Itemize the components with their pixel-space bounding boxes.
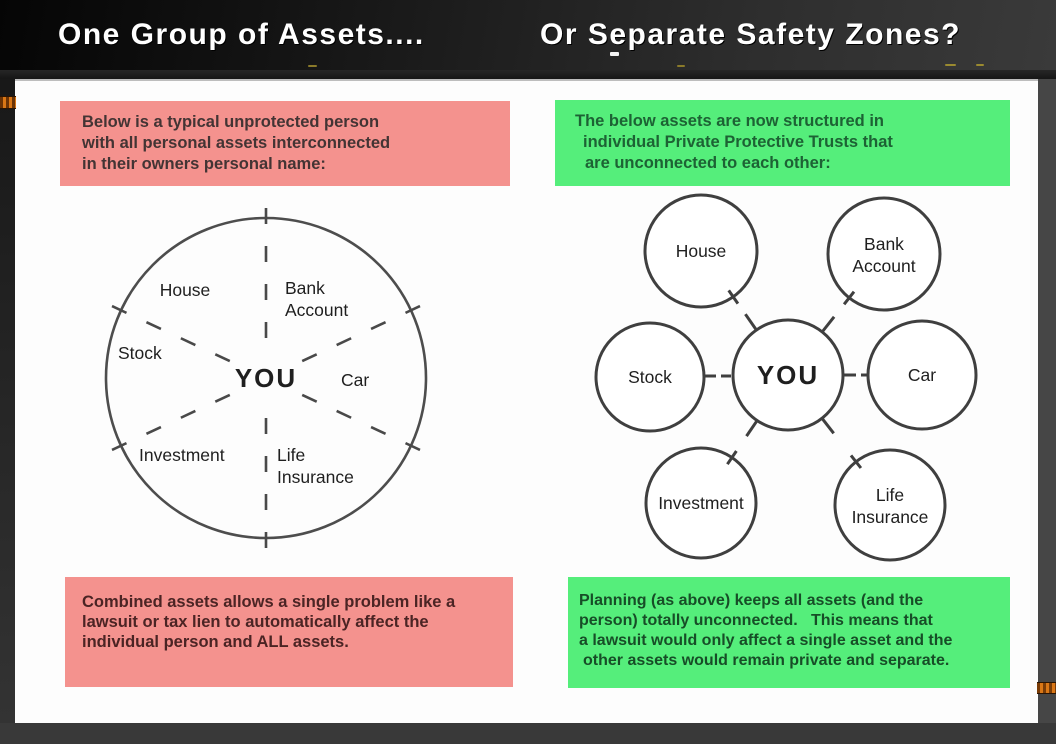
- text-line: Planning (as above) keeps all assets (an…: [579, 592, 924, 609]
- trust-label-car: Car: [908, 365, 936, 385]
- trust-circles: [594, 193, 978, 562]
- wheel-label-stock: Stock: [118, 343, 162, 363]
- trust-circle-you: [731, 318, 845, 432]
- text-line: with all personal assets interconnected: [82, 134, 391, 152]
- note-combined-assets-risk: Combined assets allows a single problem …: [65, 577, 513, 687]
- unconnected-spokes: [704, 289, 869, 469]
- separate-trusts-diagram: House Bank Account Stock YOU Car Investm…: [594, 193, 978, 562]
- text-line: person) totally unconnected. This means …: [579, 612, 933, 629]
- slide-title-left: One Group of Assets....: [58, 18, 425, 51]
- wheel-label-house: House: [160, 280, 211, 300]
- text-line: lawsuit or tax lien to automatically aff…: [82, 613, 429, 631]
- wheel-label-investment: Investment: [139, 445, 225, 465]
- note-protective-trusts: The below assets are now structured in i…: [555, 100, 1010, 186]
- trust-label-stock: Stock: [628, 367, 672, 387]
- trust-label-life-1: Life: [876, 485, 904, 505]
- text-line: Below is a typical unprotected person: [82, 113, 380, 131]
- orange-accent-right: [1037, 682, 1056, 694]
- orange-accent-left: [0, 96, 16, 109]
- header-band: [0, 0, 1056, 79]
- text-line: are unconnected to each other:: [585, 154, 831, 172]
- trust-label-life-2: Insurance: [852, 507, 929, 527]
- text-line: a lawsuit would only affect a single ass…: [579, 632, 953, 649]
- trust-circle-life: [833, 448, 947, 562]
- trust-label-bank-2: Account: [852, 256, 915, 276]
- wheel-label-car: Car: [341, 370, 369, 390]
- text-line: individual Private Protective Trusts tha…: [583, 133, 893, 151]
- trust-circle-house: [643, 193, 759, 309]
- header-artifact: [976, 64, 984, 66]
- text-line: individual person and ALL assets.: [82, 633, 349, 651]
- text-line: other assets would remain private and se…: [583, 652, 950, 669]
- header-artifact: [610, 52, 619, 56]
- text-line: Combined assets allows a single problem …: [82, 593, 456, 611]
- trust-label-bank-1: Bank: [864, 234, 904, 254]
- note-planning-benefit: Planning (as above) keeps all assets (an…: [568, 577, 1010, 688]
- text-line: The below assets are now structured in: [575, 112, 884, 130]
- trust-label-you: YOU: [757, 360, 819, 390]
- combined-assets-diagram: House Bank Account Stock YOU Car Investm…: [104, 208, 428, 548]
- wheel-label-bank-1: Bank: [285, 278, 325, 298]
- header-artifact: [945, 64, 956, 66]
- trust-label-investment: Investment: [658, 493, 744, 513]
- wheel-label-life-2: Insurance: [277, 467, 354, 487]
- wheel-label-life-1: Life: [277, 445, 305, 465]
- note-unprotected-person: Below is a typical unprotected person wi…: [60, 101, 510, 186]
- trust-circle-bank: [826, 196, 942, 312]
- left-frame: [0, 79, 15, 744]
- bottom-frame: [0, 723, 1056, 744]
- header-artifact: [308, 65, 317, 67]
- trust-label-house: House: [676, 241, 727, 261]
- text-line: in their owners personal name:: [82, 155, 326, 173]
- slide-title-right: Or Separate Safety Zones?: [540, 18, 961, 51]
- wheel-label-bank-2: Account: [285, 300, 348, 320]
- wheel-label-you: YOU: [235, 363, 297, 393]
- header-shade: [0, 70, 1056, 79]
- trust-circle-investment: [644, 446, 758, 560]
- header-artifact: [677, 65, 685, 67]
